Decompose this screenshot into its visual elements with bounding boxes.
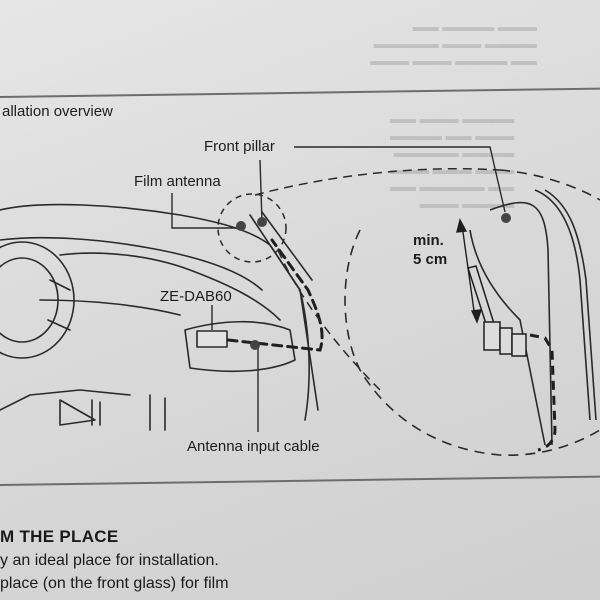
instruction-heading: M THE PLACE [0, 527, 119, 546]
label-min-value: 5 cm [413, 251, 448, 268]
leader-film-antenna [171, 193, 237, 229]
dashboard-outline [0, 203, 310, 421]
dot-pillar-detail [501, 213, 511, 223]
label-antenna-input-cable: Antenna input cable [187, 438, 320, 455]
label-min: min. [413, 232, 444, 249]
section-title: allation overview [2, 103, 113, 120]
dot-front-pillar [257, 217, 267, 227]
label-ze-dab60: ZE-DAB60 [160, 288, 232, 305]
label-film-antenna: Film antenna [134, 173, 221, 190]
dot-antenna-cable [250, 340, 260, 350]
instruction-line-2: place (on the front glass) for film [0, 575, 229, 592]
instruction-line-1: y an ideal place for installation. [0, 552, 219, 569]
magnified-view-circle [344, 169, 600, 457]
steering-wheel [0, 241, 75, 359]
leader-front-pillar [294, 146, 506, 213]
dot-film-antenna [236, 221, 246, 231]
label-front-pillar: Front pillar [204, 138, 275, 155]
ze-dab60-unit [196, 330, 228, 348]
detail-marker-circle [217, 193, 287, 263]
